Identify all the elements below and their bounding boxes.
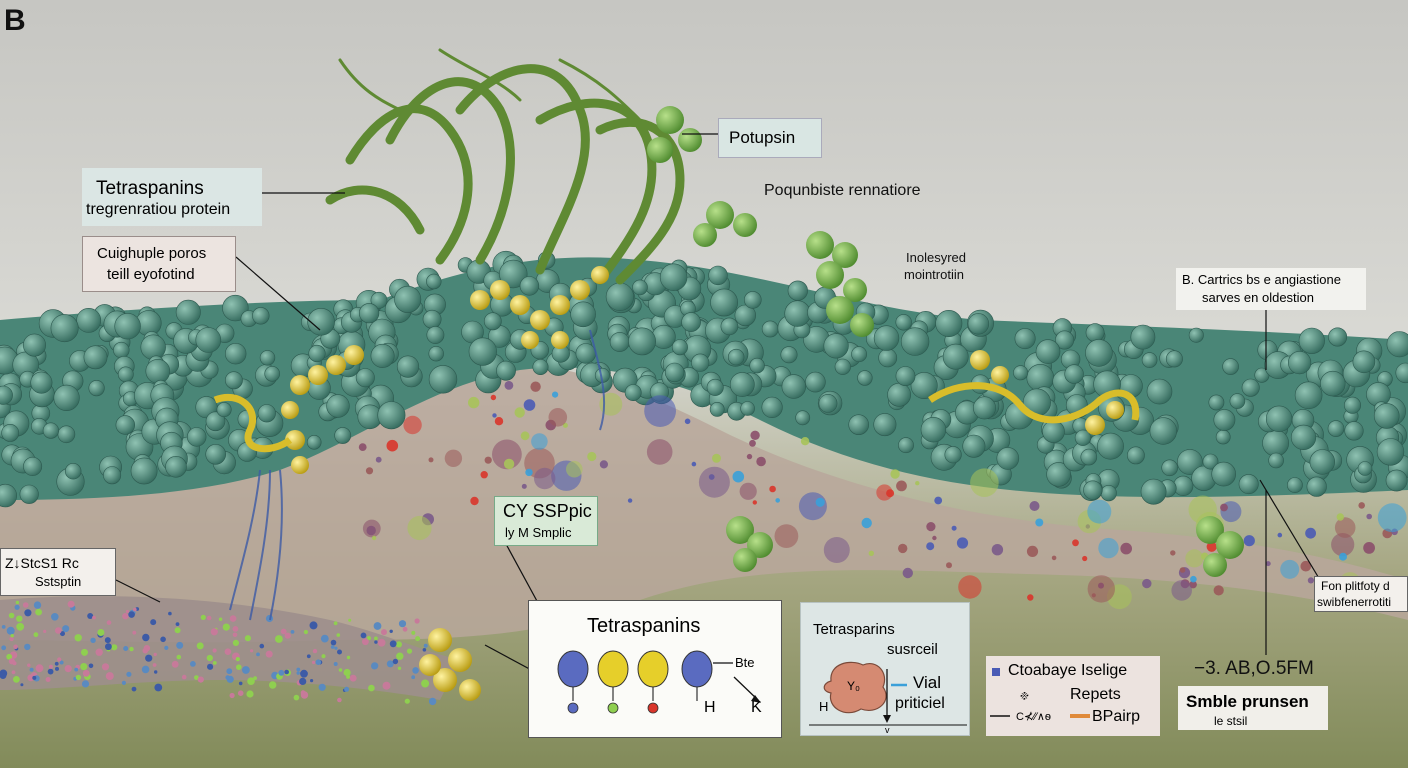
legend-h: H xyxy=(704,699,716,716)
legend-virus-t2: susrceil xyxy=(887,641,938,658)
leader-lines xyxy=(115,133,1321,681)
legend-key: Ctoabaye Iselige ፠ Repets C⊀∕∕∧ѳ BPairp xyxy=(986,656,1160,736)
scale-readout: −3. AB,O.5FM xyxy=(1194,658,1314,679)
panel-letter: B xyxy=(4,4,26,37)
legend-virus-h: H xyxy=(819,699,829,714)
legend-tetraspanins-title: Tetraspanins xyxy=(587,615,701,637)
label-bcartrics: B. Cartrics bs e angiastione sarves en o… xyxy=(1176,268,1366,310)
label-zstcs-l1: Z↓StcS1 Rc xyxy=(5,555,79,571)
legend-k: K xyxy=(751,699,762,716)
yellow-ribbon xyxy=(213,393,293,453)
label-cyssplic-l2: ly M Smplic xyxy=(505,525,572,540)
legend-tetraspanins-glyphs xyxy=(557,650,761,714)
legend-virus-t1: Tetrasparins xyxy=(813,621,895,638)
label-cyssplic-l1: CY SSPpic xyxy=(503,501,592,521)
legend-key-r2a: ፠ xyxy=(1020,688,1029,703)
label-smble: Smble prunsen le stsil xyxy=(1178,686,1328,730)
legend-key-r1: Ctoabaye Iselige xyxy=(1008,662,1128,679)
label-inolesyred-l1: Inolesyred xyxy=(906,250,966,265)
label-smble-l1: Smble prunsen xyxy=(1186,692,1309,711)
legend-virus-priticiel: priticiel xyxy=(895,695,945,712)
legend-virus-v: v xyxy=(885,725,890,735)
legend-virus-vial: Vial xyxy=(913,673,942,692)
legend-ball-4 xyxy=(681,650,713,688)
legend-ball-1 xyxy=(557,650,589,688)
label-potupsin-text: Potupsin xyxy=(729,128,796,147)
legend-virus: Tetrasparins susrceil Y₀ Vial priticiel … xyxy=(800,602,970,736)
label-zstcs-l2: Sstsptin xyxy=(35,574,82,589)
legend-key-r2b: Repets xyxy=(1070,686,1121,703)
fiber-particles xyxy=(0,600,437,706)
membrane-particles xyxy=(0,250,1408,508)
label-fon: Fon plitfoty d swibfenerrotiti xyxy=(1314,576,1408,612)
yellow-ribbon-right xyxy=(928,382,1140,424)
legend-bte: Bte xyxy=(735,655,755,670)
legend-ball-2 xyxy=(597,650,629,688)
label-inolesyred-l2: mointrotiin xyxy=(904,267,964,282)
legend-virus-yo: Y₀ xyxy=(847,679,860,693)
label-cyssplic: CY SSPpic ly M Smplic xyxy=(494,496,598,546)
green-blob-cluster xyxy=(647,106,1244,577)
yellow-helix-chain xyxy=(281,266,1124,701)
virus-particle-icon xyxy=(809,661,967,726)
label-smble-l2: le stsil xyxy=(1214,714,1248,728)
legend-tip-2 xyxy=(607,702,619,714)
label-poqunbiste: Poqunbiste rennatiore xyxy=(764,182,921,199)
label-bcartrics-l2: sarves en oldestion xyxy=(1202,290,1315,305)
legend-key-r3a: C⊀∕∕∧ѳ xyxy=(1016,711,1052,723)
label-tetraspanins-title: Tetraspanins xyxy=(96,178,204,199)
label-bcartrics-l1: B. Cartrics bs e angiastione xyxy=(1182,272,1341,287)
legend-tetraspanins: Tetraspanins Bte H K xyxy=(528,600,782,738)
label-zstcs: Z↓StcS1 Rc Sstsptin xyxy=(0,548,116,596)
label-tetraspanins: Tetraspanins tregrenratiou protein xyxy=(82,168,262,226)
label-fon-l2: swibfenerrotiti xyxy=(1317,595,1392,609)
label-fon-l1: Fon plitfoty d xyxy=(1321,579,1390,593)
label-cuighuple-l1: Cuighuple poros xyxy=(97,245,207,262)
blue-filaments xyxy=(229,329,606,621)
legend-key-r3b: BPairp xyxy=(1092,708,1141,725)
legend-ball-3 xyxy=(637,650,669,688)
legend-tip-3 xyxy=(647,702,659,714)
label-potupsin: Potupsin xyxy=(718,118,822,158)
legend-key-swatches xyxy=(990,668,1090,718)
label-cuighuple: Cuighuple poros teill eyofotind xyxy=(82,236,236,292)
label-cuighuple-l2: teill eyofotind xyxy=(107,266,195,283)
label-tetraspanins-sub: tregrenratiou protein xyxy=(86,201,231,218)
legend-tip-1 xyxy=(567,702,579,714)
